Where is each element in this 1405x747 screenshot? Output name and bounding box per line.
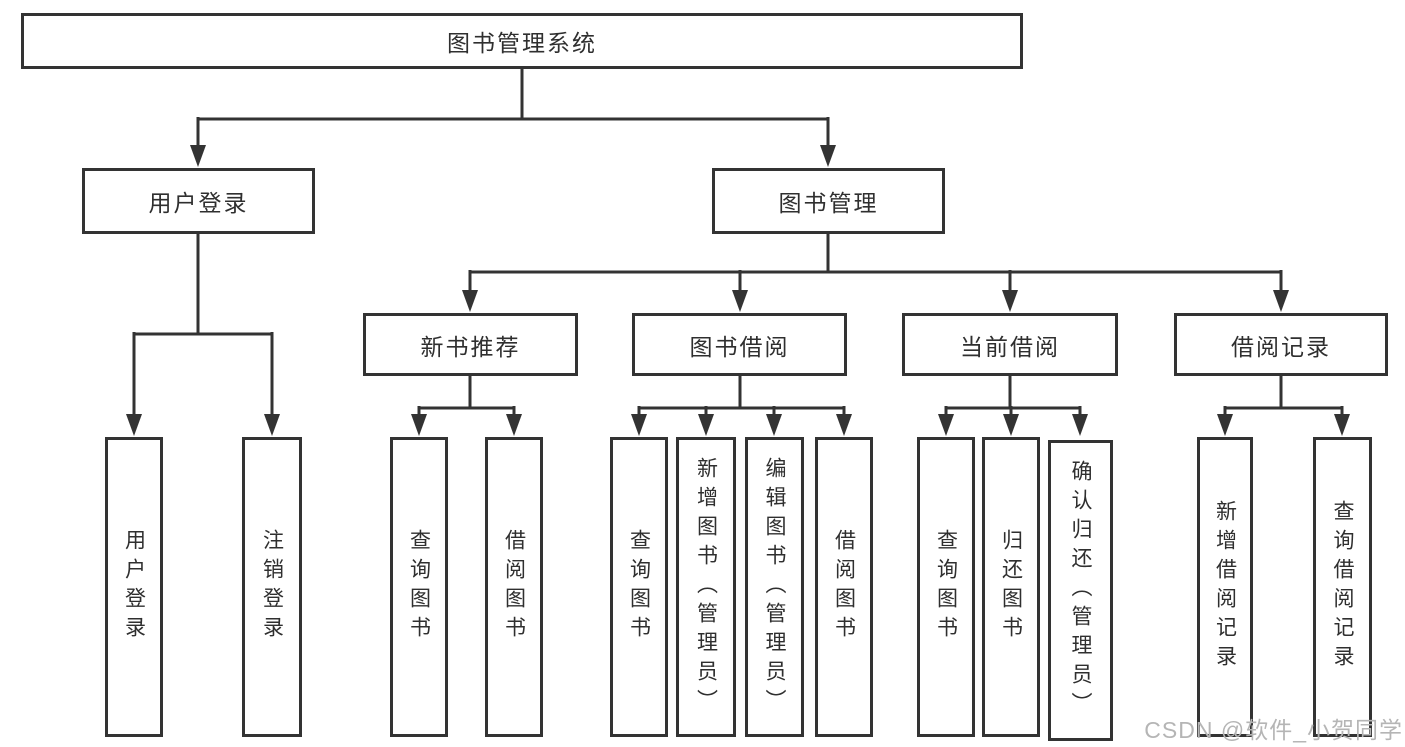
- leaf-label: 归还图书: [999, 529, 1023, 645]
- leaf-query-borrow-record: 查询借阅记录: [1313, 437, 1372, 737]
- leaf-label: 用户登录: [122, 529, 146, 645]
- leaf-label: 编辑图书（管理员）: [763, 456, 786, 718]
- leaf-label: 借阅图书: [832, 529, 856, 645]
- csdn-watermark: CSDN @软件_小贺同学: [1144, 717, 1403, 743]
- node-borrow-records: 借阅记录: [1174, 313, 1388, 376]
- leaf-label: 查询借阅记录: [1331, 500, 1354, 674]
- leaf-label: 确认归还（管理员）: [1069, 460, 1092, 721]
- arrowhead-icons: [126, 145, 1350, 436]
- node-library-system: 图书管理系统: [21, 13, 1023, 69]
- leaf-logout: 注销登录: [242, 437, 302, 737]
- leaf-user-login: 用户登录: [105, 437, 163, 737]
- leaf-label: 查询图书: [407, 529, 431, 645]
- leaf-label: 查询图书: [934, 529, 958, 645]
- leaf-label: 新增图书（管理员）: [694, 456, 718, 718]
- node-new-book-recommend: 新书推荐: [363, 313, 578, 376]
- leaf-add-book-admin: 新增图书（管理员）: [676, 437, 736, 737]
- leaf-query-books-borrow: 查询图书: [610, 437, 668, 737]
- leaf-borrow-books: 借阅图书: [815, 437, 873, 737]
- node-book-borrow: 图书借阅: [632, 313, 847, 376]
- leaf-borrow-books-recommend: 借阅图书: [485, 437, 543, 737]
- node-book-management: 图书管理: [712, 168, 945, 234]
- leaf-return-book: 归还图书: [982, 437, 1040, 737]
- node-user-login: 用户登录: [82, 168, 315, 234]
- leaf-edit-book-admin: 编辑图书（管理员）: [745, 437, 804, 737]
- leaf-confirm-return-admin: 确认归还（管理员）: [1048, 440, 1113, 741]
- leaf-add-borrow-record: 新增借阅记录: [1197, 437, 1253, 737]
- leaf-label: 借阅图书: [502, 529, 526, 645]
- leaf-query-books-recommend: 查询图书: [390, 437, 448, 737]
- leaf-label: 新增借阅记录: [1213, 500, 1237, 674]
- node-current-borrow: 当前借阅: [902, 313, 1118, 376]
- leaf-label: 注销登录: [260, 529, 284, 645]
- leaf-query-books-current: 查询图书: [917, 437, 975, 737]
- leaf-label: 查询图书: [627, 529, 651, 645]
